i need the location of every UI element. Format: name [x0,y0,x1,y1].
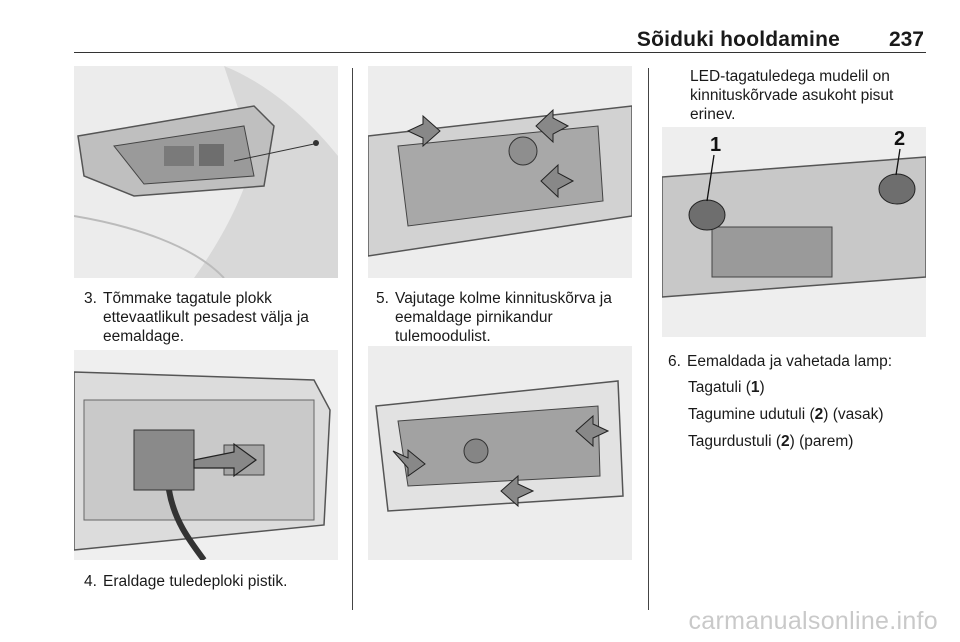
bulb-item-fog-light-after: ) (vasak) [823,406,884,423]
led-intro-paragraph: LED-tagatuledega mudelil on kinnituskõrv… [690,68,894,123]
bulb-item-reversing-light-after: ) (parem) [789,433,854,450]
step-3-text: Tõmmake tagatule plokk ettevaatlikult pe… [103,290,309,345]
watermark: carmanualsonline.info [688,607,938,635]
step-6-text: Eemaldada ja vahetada lamp: [687,353,893,370]
figure-connector [74,350,338,560]
step-5-number: 5. [376,290,389,307]
column-divider-left [352,68,353,610]
section-title: Sõiduki hooldamine [636,28,840,51]
step-5: 5. Vajutage kolme kinnituskõrva ja eemal… [376,289,638,346]
bulb-item-reversing-light: Tagurdustuli (2) (parem) [688,432,853,451]
figure-bulb-carrier-tabs-drawing [368,66,632,278]
bulb-item-taillight-after: ) [759,379,765,396]
figure-bulb-carrier-tabs [368,66,632,278]
column-divider-right [648,68,649,610]
bulb-item-taillight-ref: 1 [750,379,760,396]
step-3-number: 3. [84,290,97,307]
step-5-text: Vajutage kolme kinnituskõrva ja eemaldag… [395,290,612,345]
header-rule [74,52,926,53]
figure-bulb-locations: 1 2 [662,127,926,337]
figure-label-1: 1 [710,134,721,156]
step-4-number: 4. [84,573,97,590]
figure-label-2: 2 [894,128,905,150]
step-4-text: Eraldage tuledeploki pistik. [103,573,288,590]
bulb-item-fog-light: Tagumine udutuli (2) (vasak) [688,405,884,424]
bulb-item-taillight-before: Tagatuli ( [688,379,751,396]
bulb-item-fog-light-before: Tagumine udutuli ( [688,406,815,423]
step-3: 3. Tõmmake tagatule plokk ettevaatlikult… [84,289,338,346]
bulb-item-taillight: Tagatuli (1) [688,378,765,397]
step-4: 4. Eraldage tuledeploki pistik. [84,572,338,591]
figure-led-module [368,346,632,560]
page-number: 237 [888,28,924,51]
step-6-number: 6. [668,353,681,370]
figure-led-module-drawing [368,346,632,560]
bulb-item-fog-light-ref: 2 [814,406,824,423]
bulb-item-reversing-light-before: Tagurdustuli ( [688,433,782,450]
figure-bulb-locations-drawing: 1 2 [662,127,926,337]
step-6: 6. Eemaldada ja vahetada lamp: [668,352,926,371]
figure-taillight-removal-drawing [74,66,338,278]
bulb-item-reversing-light-ref: 2 [781,433,790,450]
figure-taillight-removal [74,66,338,278]
figure-connector-drawing [74,350,338,560]
